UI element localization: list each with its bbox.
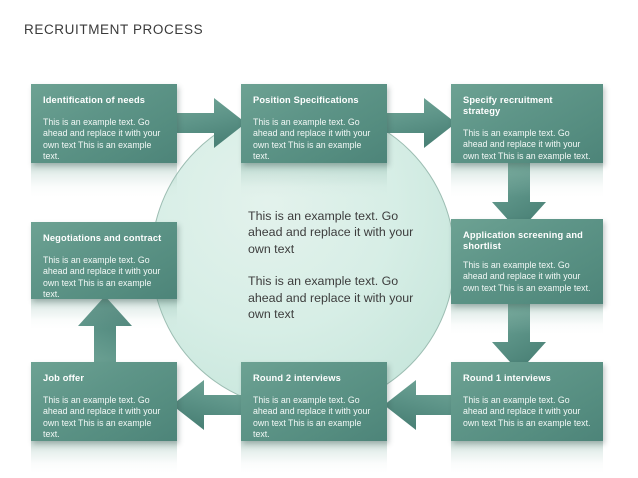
arrow-joboffer-to-negotiations: [76, 296, 134, 372]
arrow-round1-to-round2: [384, 378, 462, 432]
step-title: Application screening and shortlist: [463, 230, 583, 251]
step-box-application-screening-and-shortlist[interactable]: Application screening and shortlist This…: [451, 219, 603, 304]
step-box-round-1-interviews[interactable]: Round 1 interviews This is an example te…: [451, 362, 603, 441]
step-body: This is an example text. Go ahead and re…: [463, 128, 591, 161]
step-body: This is an example text. Go ahead and re…: [43, 395, 161, 440]
step-box-specify-recruitment-strategy[interactable]: Specify recruitment strategy This is an …: [451, 84, 603, 163]
step-title: Specify recruitment strategy: [463, 95, 553, 116]
step-title: Job offer: [43, 373, 85, 383]
step-box-round-2-interviews[interactable]: Round 2 interviews This is an example te…: [241, 362, 387, 441]
reflection-round2: [241, 441, 387, 473]
step-box-negotiations-and-contract[interactable]: Negotiations and contract This is an exa…: [31, 222, 177, 299]
step-body: This is an example text. Go ahead and re…: [253, 395, 371, 440]
step-body: This is an example text. Go ahead and re…: [43, 117, 161, 162]
step-title: Identification of needs: [43, 95, 146, 105]
arrow-screening-to-round1: [490, 296, 548, 372]
step-body: This is an example text. Go ahead and re…: [43, 255, 161, 299]
step-body: This is an example text. Go ahead and re…: [463, 260, 591, 293]
reflection-round1: [451, 441, 603, 473]
step-box-position-specifications[interactable]: Position Specifications This is an examp…: [241, 84, 387, 163]
arrow-strategy-to-screening: [490, 156, 548, 232]
step-title: Position Specifications: [253, 95, 359, 105]
arrow-round2-to-joboffer: [172, 378, 250, 432]
step-body: This is an example text. Go ahead and re…: [253, 117, 371, 162]
step-title: Round 1 interviews: [463, 373, 551, 383]
reflection-joboffer: [31, 441, 177, 473]
center-description: This is an example text. Go ahead and re…: [248, 208, 428, 322]
page-title: RECRUITMENT PROCESS: [24, 22, 204, 37]
step-title: Round 2 interviews: [253, 373, 341, 383]
step-body: This is an example text. Go ahead and re…: [463, 395, 591, 428]
arrow-needs-to-position: [168, 96, 246, 150]
step-box-identification-of-needs[interactable]: Identification of needs This is an examp…: [31, 84, 177, 163]
center-paragraph-2: This is an example text. Go ahead and re…: [248, 274, 414, 322]
center-paragraph-1: This is an example text. Go ahead and re…: [248, 209, 414, 256]
step-title: Negotiations and contract: [43, 233, 162, 243]
reflection-needs: [31, 163, 177, 197]
step-box-job-offer[interactable]: Job offer This is an example text. Go ah…: [31, 362, 177, 441]
arrow-position-to-strategy: [378, 96, 456, 150]
